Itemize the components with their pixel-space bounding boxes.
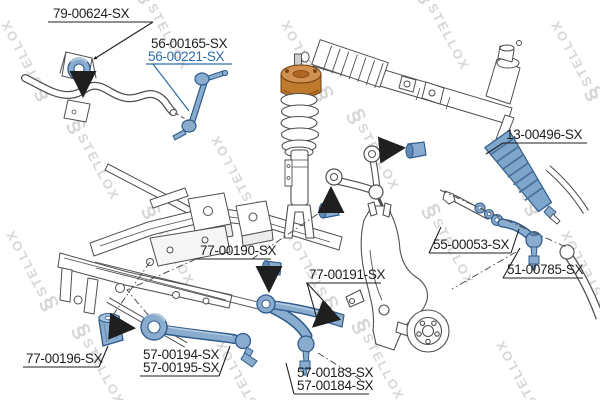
rear-arm-fragment-drawing: [545, 165, 600, 320]
part-label-77-00196-sx: 77-00196-SX: [26, 351, 103, 366]
part-label-57-00183-sx: 57-00183-SX: [297, 365, 374, 380]
stabilizer-link-part: [172, 69, 229, 141]
part-label-77-00190-sx: 77-00190-SX: [200, 243, 277, 258]
part-label-51-00785-sx: 51-00785-SX: [507, 262, 584, 277]
callout-leader-lines: [23, 21, 587, 395]
subframe-bushing-part: [98, 312, 124, 347]
steering-boot-part: [484, 129, 561, 225]
part-label-56-00221-sx-link[interactable]: 56-00221-SX: [148, 49, 225, 64]
part-label-55-00053-sx: 55-00053-SX: [433, 237, 510, 252]
install-direction-arrows: [69, 71, 407, 340]
steering-rack-drawing: [300, 39, 522, 147]
part-label-77-00191-sx: 77-00191-SX: [309, 267, 386, 282]
upper-arm-bushing-part: [405, 141, 427, 159]
part-label-57-00184-sx: 57-00184-SX: [297, 378, 374, 393]
subframe-drawing: [57, 163, 343, 348]
rear-arm-bushing-part: [324, 309, 345, 328]
upper-arm-bushing-part: [318, 201, 340, 219]
part-label-79-00624-sx: 79-00624-SX: [53, 6, 130, 21]
alignment-dash-lines: [112, 112, 567, 384]
stabilizer-bushing-part: [67, 57, 91, 81]
front-lower-control-arm-part: [140, 313, 258, 368]
part-label-57-00195-sx: 57-00195-SX: [143, 360, 220, 375]
part-label-13-00496-sx: 13-00496-SX: [506, 127, 583, 142]
control-arm-bushing-part: [262, 260, 282, 276]
rear-lower-control-arm-part: [256, 294, 338, 376]
strut-assembly-drawing: [280, 53, 322, 239]
part-label-56-00165-sx: 56-00165-SX: [151, 36, 228, 51]
tie-rod-end-part: [497, 218, 543, 271]
upper-control-arm-drawing: [325, 145, 391, 225]
part-label-57-00194-sx: 57-00194-SX: [143, 347, 220, 362]
knuckle-hub-drawing: [345, 201, 450, 353]
